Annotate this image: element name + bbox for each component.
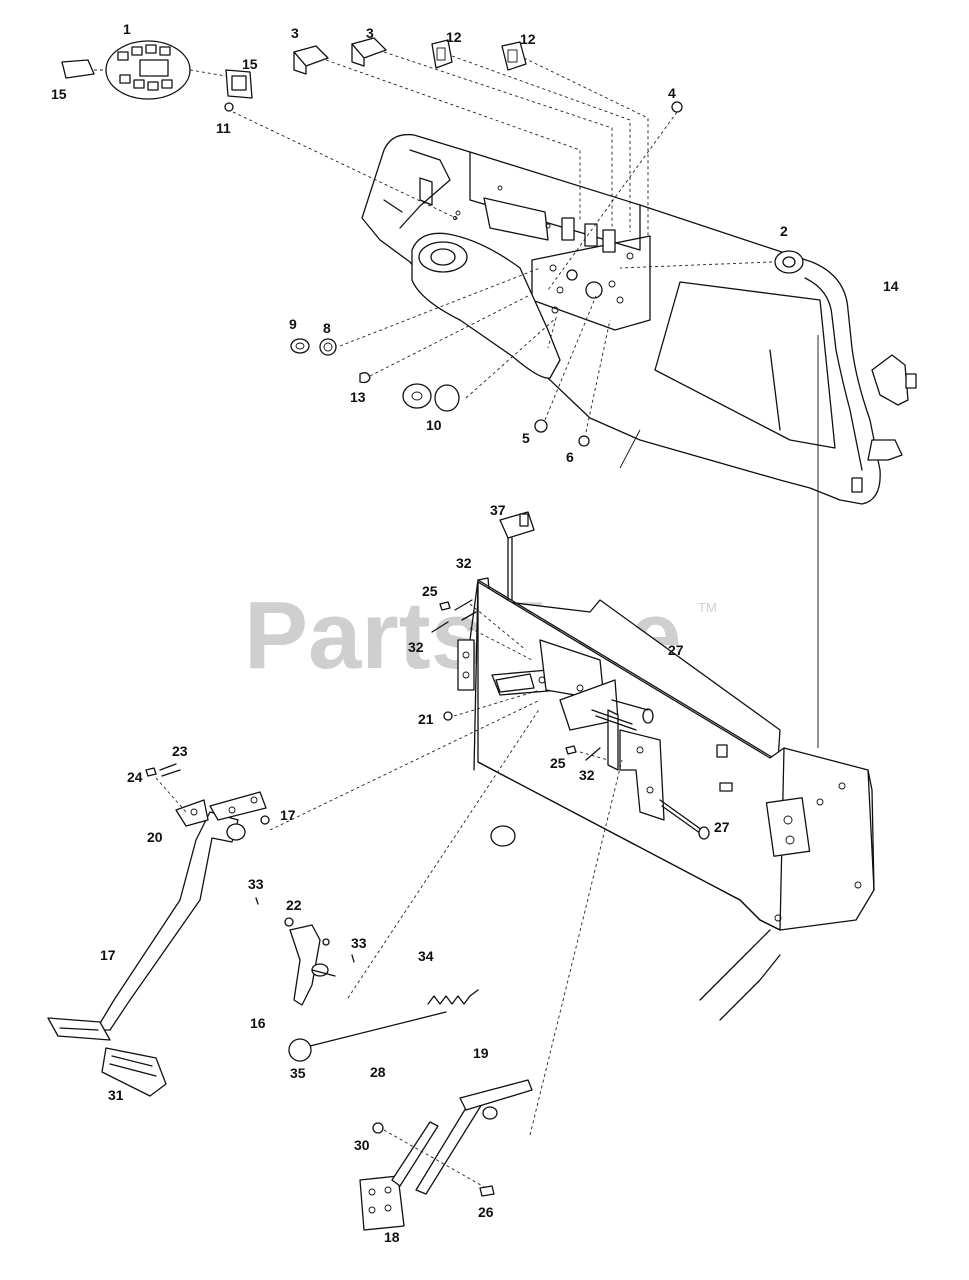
callout-5: 5 xyxy=(522,430,530,446)
callout-23: 23 xyxy=(172,743,188,759)
callout-15: 15 xyxy=(51,86,67,102)
callout-3b: 3 xyxy=(366,25,374,41)
frame-assembly xyxy=(431,511,875,1021)
callout-28: 28 xyxy=(370,1064,386,1080)
callout-25b: 25 xyxy=(550,755,566,771)
callout-31: 31 xyxy=(108,1087,124,1103)
callout-27b: 27 xyxy=(714,819,730,835)
callout-19: 19 xyxy=(473,1045,489,1061)
callout-10: 10 xyxy=(426,417,442,433)
callout-1: 1 xyxy=(123,21,131,37)
callout-6: 6 xyxy=(566,449,574,465)
callout-34: 34 xyxy=(418,948,434,964)
callout-32b: 32 xyxy=(408,639,424,655)
callout-11: 11 xyxy=(216,120,231,136)
callout-22: 22 xyxy=(286,897,302,913)
callout-37: 37 xyxy=(490,502,506,518)
callout-12b: 12 xyxy=(520,31,536,47)
callout-17: 17 xyxy=(280,807,296,823)
callout-8: 8 xyxy=(323,320,331,336)
callout-30: 30 xyxy=(354,1137,370,1153)
callout-12: 12 xyxy=(446,29,462,45)
dash-hardware xyxy=(61,37,804,447)
callout-13: 13 xyxy=(350,389,366,405)
callout-25: 25 xyxy=(422,583,438,599)
callout-32: 32 xyxy=(456,555,472,571)
callout-20: 20 xyxy=(147,829,163,845)
callout-26: 26 xyxy=(478,1204,494,1220)
callout-24: 24 xyxy=(127,769,143,785)
callout-27: 27 xyxy=(668,642,684,658)
throttle-pedal-assembly xyxy=(255,897,533,1231)
leader-lines-upper xyxy=(94,51,773,469)
callout-33: 33 xyxy=(248,876,264,892)
callout-32c: 32 xyxy=(579,767,595,783)
leader-lines-frame xyxy=(269,335,819,1136)
dash-panel xyxy=(361,133,917,505)
callout-35: 35 xyxy=(290,1065,306,1081)
callout-4: 4 xyxy=(668,85,676,101)
callout-3: 3 xyxy=(291,25,299,41)
callout-16: 16 xyxy=(250,1015,266,1031)
callout-18: 18 xyxy=(384,1229,400,1245)
callout-14: 14 xyxy=(883,278,899,294)
callout-9: 9 xyxy=(289,316,297,332)
watermark-trademark: TM xyxy=(698,600,717,615)
callout-15b: 15 xyxy=(242,56,258,72)
callout-labels: 1 2 3 3 4 5 6 8 9 10 11 12 12 13 14 15 1… xyxy=(51,21,899,1245)
callout-2: 2 xyxy=(780,223,788,239)
callout-17b: 17 xyxy=(100,947,116,963)
brake-pedal-assembly xyxy=(47,763,270,1097)
callout-21: 21 xyxy=(418,711,434,727)
callout-33b: 33 xyxy=(351,935,367,951)
